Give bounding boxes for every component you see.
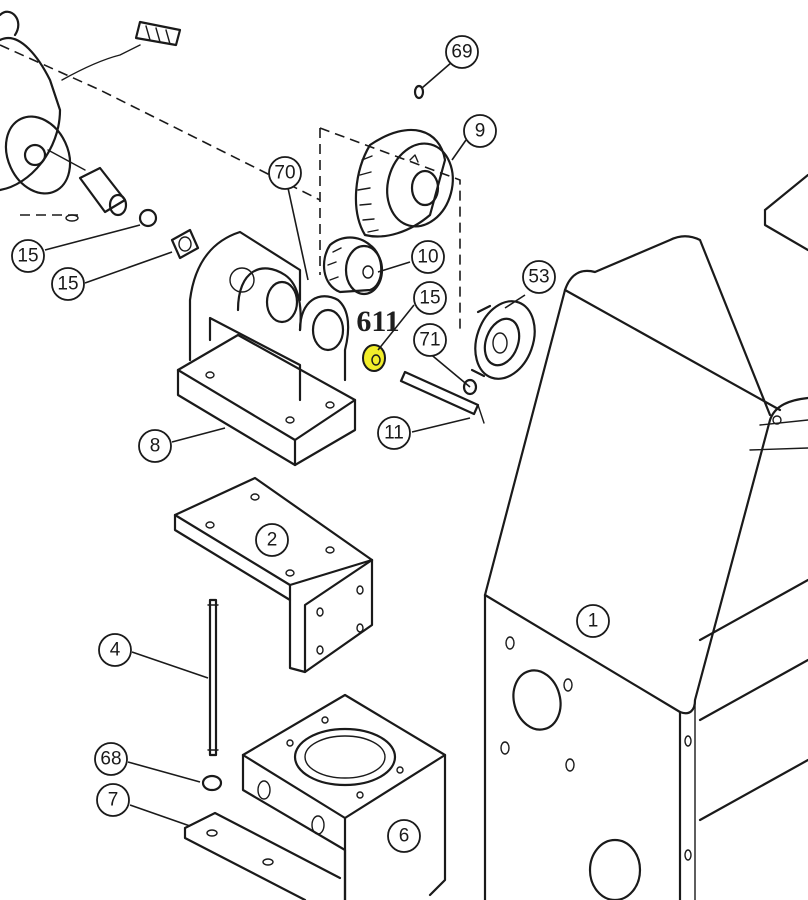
callout-69[interactable]: 69 (445, 35, 479, 69)
svg-text:6: 6 (399, 826, 410, 847)
plate-part-7 (183, 811, 342, 900)
svg-text:10: 10 (417, 247, 438, 268)
svg-text:2: 2 (267, 530, 278, 551)
plate-part-2 (173, 476, 374, 674)
svg-text:1: 1 (588, 611, 599, 632)
leader-lines (44, 61, 526, 827)
svg-text:69: 69 (451, 42, 472, 63)
svg-text:53: 53 (528, 267, 549, 288)
callout-15-left[interactable]: 15 (11, 239, 45, 273)
callout-2[interactable]: 2 (255, 523, 289, 557)
svg-text:4: 4 (110, 640, 121, 661)
callout-1[interactable]: 1 (576, 604, 610, 638)
motor-assembly (0, 10, 321, 260)
callout-9[interactable]: 9 (463, 114, 497, 148)
svg-text:9: 9 (475, 121, 486, 142)
callout-6[interactable]: 6 (387, 819, 421, 853)
callout-8[interactable]: 8 (138, 429, 172, 463)
shaft-part-11 (399, 370, 485, 424)
highlight-label: 611 (356, 305, 399, 338)
svg-text:68: 68 (100, 749, 121, 770)
washer-part-68 (201, 774, 223, 792)
assembly-outline (319, 127, 461, 330)
svg-text:11: 11 (384, 423, 404, 444)
rod-part-4 (207, 598, 219, 757)
svg-text:70: 70 (274, 163, 295, 184)
highlighted-part[interactable]: 611 (356, 305, 400, 372)
callout-15-lower-left[interactable]: 15 (51, 267, 85, 301)
callout-7[interactable]: 7 (96, 783, 130, 817)
svg-text:15: 15 (57, 274, 78, 295)
callout-4[interactable]: 4 (98, 633, 132, 667)
callout-68[interactable]: 68 (94, 742, 128, 776)
svg-text:15: 15 (419, 288, 440, 309)
callout-71[interactable]: 71 (413, 323, 447, 357)
callout-11[interactable]: 11 (377, 416, 411, 450)
block-part-6 (241, 693, 447, 900)
gear-part-9 (354, 84, 454, 238)
svg-text:8: 8 (150, 436, 161, 457)
svg-text:71: 71 (419, 330, 440, 351)
bracket-part-8 (176, 230, 357, 467)
callout-10[interactable]: 10 (411, 240, 445, 274)
callout-15-upper[interactable]: 15 (413, 281, 447, 315)
svg-text:7: 7 (108, 790, 119, 811)
svg-text:15: 15 (17, 246, 38, 267)
highlighted-bushing[interactable] (362, 344, 386, 372)
callout-53[interactable]: 53 (522, 260, 556, 294)
callout-70[interactable]: 70 (268, 156, 302, 190)
frame-part-1 (483, 173, 808, 900)
bearing-part-53 (470, 300, 536, 380)
gear-part-10 (322, 236, 384, 296)
